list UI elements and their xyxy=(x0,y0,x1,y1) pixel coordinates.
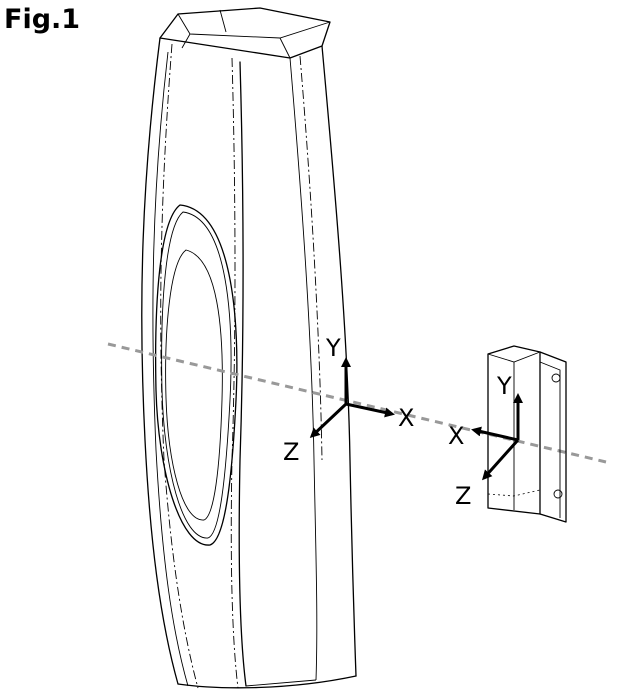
detector-right-edge xyxy=(321,45,357,677)
detector-left-edge xyxy=(141,37,179,685)
magnet-bracket xyxy=(487,345,567,523)
detector-x-label: X xyxy=(398,404,414,432)
magnet-x-label: X xyxy=(448,422,464,450)
magnet-y-label: Y xyxy=(496,372,512,400)
figure-label: Fig.1 xyxy=(4,4,81,35)
magnet-axes: Y X Z xyxy=(448,372,523,510)
magnet-z-arrow xyxy=(481,438,520,481)
detector-lens xyxy=(155,204,238,546)
detector-z-arrow xyxy=(309,402,348,439)
alignment-axis-line xyxy=(107,342,607,464)
detector-z-label: Z xyxy=(283,438,299,466)
detector-housing xyxy=(141,7,357,689)
detector-y-label: Y xyxy=(325,334,341,362)
detector-top-cap xyxy=(159,7,331,59)
magnet-x-arrow xyxy=(471,426,519,442)
detector-x-arrow xyxy=(345,402,395,418)
detector-axes: Y X Z xyxy=(283,334,414,466)
magnet-z-label: Z xyxy=(455,482,471,510)
